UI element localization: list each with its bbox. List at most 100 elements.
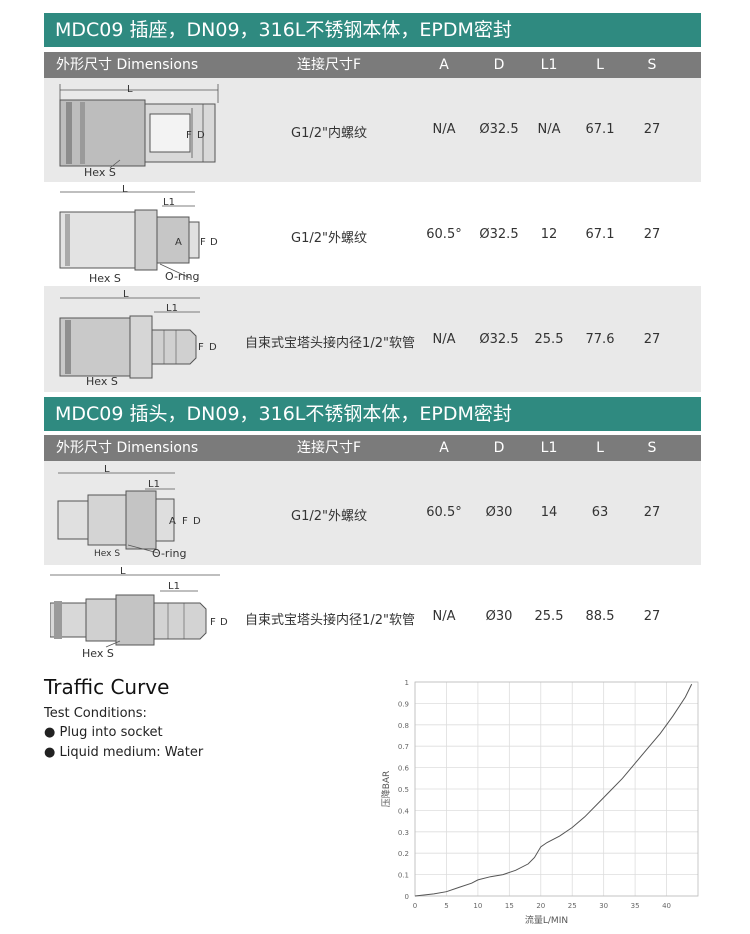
table-row: L F D Hex S G1/2"内螺纹 N/A Ø32.5 N/A 67.1 … (44, 78, 701, 182)
dim-label-d: D (210, 237, 218, 248)
cell-l1: N/A (537, 122, 561, 137)
dim-label-d: D (209, 342, 217, 353)
cell-a: 60.5° (426, 227, 462, 242)
x-tick-label: 15 (505, 902, 514, 910)
cell-s: 27 (643, 332, 661, 347)
x-tick-label: 5 (444, 902, 448, 910)
cell-l1: 14 (540, 505, 558, 520)
dim-label-l: L (120, 566, 126, 577)
test-conditions-label: Test Conditions: (44, 706, 147, 721)
dim-label-l: L (123, 289, 129, 300)
x-tick-label: 10 (473, 902, 482, 910)
x-axis-label: 流量L/MIN (525, 914, 568, 926)
dim-label-d: D (193, 516, 201, 527)
header-l: L (596, 440, 604, 456)
traffic-curve-title: Traffic Curve (44, 675, 170, 699)
cell-connection: G1/2"外螺纹 (291, 231, 367, 246)
cell-a: N/A (432, 609, 456, 624)
plug-external-thread-diagram: L L1 A F D Hex S O-ring (57, 464, 201, 560)
bullet-text: Plug into socket (59, 725, 163, 740)
header-connection: 连接尺寸F (296, 440, 362, 456)
cell-a: N/A (432, 122, 456, 137)
x-tick-label: 0 (413, 902, 417, 910)
x-tick-label: 20 (536, 902, 545, 910)
y-tick-label: 0.8 (398, 722, 409, 730)
x-tick-label: 35 (631, 902, 640, 910)
header-dimensions: 外形尺寸 Dimensions (56, 440, 199, 456)
dim-label-f: F (198, 342, 204, 353)
dim-label-f: F (186, 130, 192, 141)
dim-label-oring: O-ring (165, 270, 199, 283)
dim-label-hex: Hex S (94, 549, 120, 559)
y-tick-label: 1 (405, 679, 409, 687)
cell-l1: 25.5 (534, 609, 564, 624)
cell-s: 27 (643, 505, 661, 520)
plug-hose-barb-diagram: L L1 F D Hex S (50, 566, 228, 660)
plot-border (414, 681, 699, 897)
cell-s: 27 (643, 609, 661, 624)
header-s: S (647, 57, 657, 73)
dim-label-hex: Hex S (82, 647, 114, 660)
list-item: ● Plug into socket (44, 725, 163, 740)
cell-d: Ø32.5 (479, 332, 519, 347)
cell-l: 77.6 (585, 332, 615, 347)
dim-label-l: L (122, 184, 128, 195)
cell-l1: 25.5 (534, 332, 564, 347)
dim-label-f: F (200, 237, 206, 248)
dim-label-l1: L1 (166, 303, 178, 314)
dim-label-l: L (104, 464, 110, 475)
header-a: A (439, 440, 449, 456)
dim-label-d: D (220, 617, 228, 628)
cell-l: 88.5 (585, 609, 615, 624)
dim-label-d: D (197, 130, 205, 141)
y-tick-label: 0.2 (398, 850, 409, 858)
cell-connection: G1/2"内螺纹 (291, 126, 367, 141)
plug-table-header: 外形尺寸 Dimensions 连接尺寸F A D L1 L S (44, 435, 701, 461)
series-line (414, 683, 693, 897)
plug-banner-title: MDC09 插头，DN09，316L不锈钢本体，EPDM密封 (55, 403, 512, 425)
header-a: A (439, 57, 449, 73)
y-tick-label: 0.3 (398, 829, 409, 837)
cell-s: 27 (643, 122, 661, 137)
header-d: D (493, 57, 505, 73)
dim-label-hex: Hex S (89, 272, 121, 285)
cell-connection: G1/2"外螺纹 (291, 509, 367, 524)
dim-label-l1: L1 (168, 581, 180, 592)
cell-connection: 自束式宝塔头接内径1/2"软管 (245, 336, 415, 351)
y-tick-label: 0.1 (398, 872, 409, 880)
x-tick-label: 30 (599, 902, 608, 910)
dim-label-f: F (210, 617, 216, 628)
y-tick-label: 0.5 (398, 786, 409, 794)
dim-label-l1: L1 (163, 197, 175, 208)
y-tick-label: 0.4 (398, 807, 410, 815)
socket-banner-title: MDC09 插座，DN09，316L不锈钢本体，EPDM密封 (55, 19, 512, 41)
x-tick-label: 25 (568, 902, 577, 910)
cell-s: 27 (643, 227, 661, 242)
header-l1: L1 (540, 57, 558, 73)
header-l: L (596, 57, 604, 73)
cell-l: 63 (591, 505, 609, 520)
dim-label-a: A (169, 516, 176, 527)
header-l1: L1 (540, 440, 558, 456)
socket-banner: MDC09 插座，DN09，316L不锈钢本体，EPDM密封 (44, 13, 701, 47)
cell-l: 67.1 (585, 122, 615, 137)
table-row: L L1 F D Hex S 自束式宝塔头接内径1/2"软管 N/A Ø30 2… (44, 565, 701, 667)
cell-d: Ø32.5 (479, 122, 519, 137)
y-tick-label: 0 (405, 893, 409, 901)
cell-a: N/A (432, 332, 456, 347)
header-s: S (647, 440, 657, 456)
socket-table-header: 外形尺寸 Dimensions 连接尺寸F A D L1 L S (44, 52, 701, 78)
bullet-text: Liquid medium: Water (59, 745, 204, 760)
dim-label-hex: Hex S (86, 375, 118, 388)
list-item: ● Liquid medium: Water (44, 745, 204, 760)
dim-label-l: L (127, 84, 133, 95)
y-tick-label: 0.6 (398, 765, 410, 773)
x-tick-label: 40 (662, 902, 671, 910)
table-row: L L1 A F D Hex S O-ring G1/2"外螺纹 60.5° Ø… (44, 182, 701, 286)
cell-d: Ø30 (485, 505, 513, 520)
socket-internal-thread-diagram: L F D Hex S (59, 84, 219, 179)
dim-label-l1: L1 (148, 479, 160, 490)
y-axis-label: 压降BAR (380, 771, 392, 808)
socket-external-thread-diagram: L L1 A F D Hex S O-ring (59, 184, 218, 285)
